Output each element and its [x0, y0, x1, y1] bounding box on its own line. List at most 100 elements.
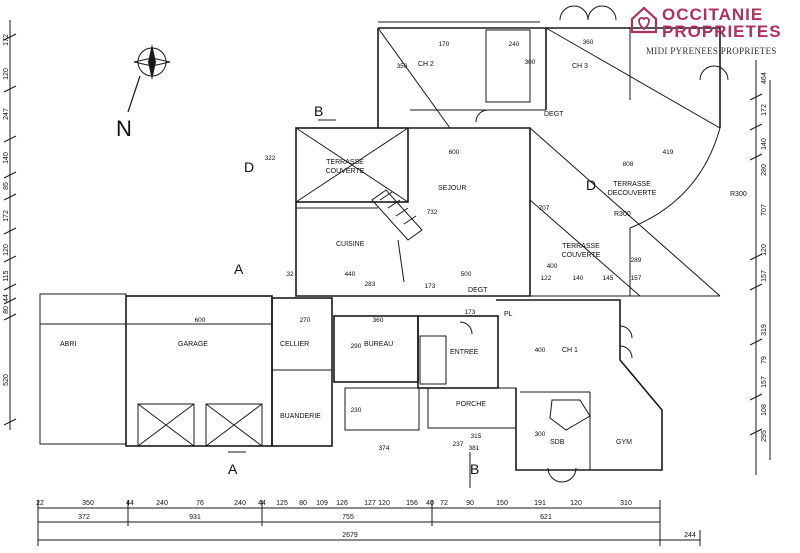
- dimension-label: 289: [631, 257, 642, 264]
- dimension-label: 40: [426, 500, 434, 507]
- dimension-label: 360: [583, 39, 594, 46]
- dimension-label: 157: [761, 376, 768, 388]
- bottom-dimension-lines: [37, 500, 701, 546]
- dimension-label: 76: [196, 500, 204, 507]
- dimension-label: 120: [761, 244, 768, 256]
- dimension-label: 173: [465, 309, 476, 316]
- room-label-buanderie: BUANDERIE: [280, 413, 321, 420]
- room-label-terrasse-couverte-1: TERRASSE COUVERTE: [326, 159, 365, 175]
- abri-outline: [39, 293, 127, 445]
- dimension-label: 808: [623, 161, 634, 168]
- dimension-label: 85: [3, 182, 10, 190]
- dimension-label: 600: [195, 317, 206, 324]
- dimension-label: 732: [427, 209, 438, 216]
- dimension-label: 22: [36, 500, 44, 507]
- dimension-label: 173: [425, 283, 436, 290]
- dimension-label: 120: [378, 500, 390, 507]
- brand-title: OCCITANIE PROPRIETES: [662, 6, 782, 40]
- dimension-label: 240: [509, 41, 520, 48]
- dimension-label: 372: [78, 514, 90, 521]
- dimension-label: 381: [469, 445, 480, 452]
- dimension-label: 172: [3, 210, 10, 222]
- dimension-label: 360: [373, 317, 384, 324]
- room-label-bureau: BUREAU: [364, 341, 393, 348]
- dimension-label: 140: [573, 275, 584, 282]
- garage-doors: [137, 403, 263, 447]
- dimension-label: 170: [439, 41, 450, 48]
- room-label-sejour: SEJOUR: [438, 185, 466, 192]
- cellier-buanderie-outline: [271, 297, 333, 447]
- dimension-label: 230: [351, 407, 362, 414]
- ch1-sdb-gym-outline: [496, 299, 663, 471]
- dimension-label: 44: [3, 294, 10, 302]
- section-marker-a-top: A: [234, 261, 244, 277]
- dimension-label: 240: [234, 500, 246, 507]
- dimension-label: 126: [336, 500, 348, 507]
- north-compass-icon: N: [116, 44, 171, 141]
- dimension-label: 707: [539, 205, 550, 212]
- dimension-label: 247: [3, 108, 10, 120]
- room-label-pl: PL: [504, 311, 513, 318]
- entree-porche-outline: [344, 315, 517, 431]
- dimension-label: 140: [761, 138, 768, 150]
- room-label-terrasse-couverte-2: TERRASSE COUVERTE: [562, 243, 601, 259]
- dimension-label: 520: [3, 374, 10, 386]
- radius-label-right: R300: [730, 191, 747, 198]
- section-marker-d-left: D: [244, 159, 254, 175]
- terrace-arc: [530, 127, 721, 297]
- dimension-label: 157: [761, 270, 768, 282]
- dimension-label: 374: [379, 445, 390, 452]
- room-label-abri: ABRI: [60, 341, 76, 348]
- dimension-label: 350: [82, 500, 94, 507]
- bureau-outline: [333, 315, 419, 383]
- section-marker-a-bottom: A: [228, 461, 238, 477]
- dimension-label: 315: [471, 433, 482, 440]
- room-label-cuisine: CUISINE: [336, 241, 365, 248]
- room-label-ch2: CH 2: [418, 61, 434, 68]
- dimension-label: 145: [603, 275, 614, 282]
- dimension-label: 500: [461, 271, 472, 278]
- dimension-label: 79: [761, 356, 768, 364]
- dimension-label: 127: [364, 500, 376, 507]
- dimension-label: 172: [761, 104, 768, 116]
- dimension-label: 419: [663, 149, 674, 156]
- dimension-label: 90: [466, 500, 474, 507]
- dimension-label: 400: [535, 347, 546, 354]
- dimension-label: 172: [3, 34, 10, 46]
- room-label-terrasse-decouverte: TERRASSE DECOUVERTE: [608, 181, 657, 197]
- door-swings: [459, 5, 729, 483]
- dimension-label: 157: [631, 275, 642, 282]
- dimension-label: 290: [351, 343, 362, 350]
- terrace-diagonals: [295, 127, 721, 297]
- dimension-label: 72: [440, 500, 448, 507]
- dimension-label: 280: [761, 164, 768, 176]
- dimension-label: 44: [258, 500, 266, 507]
- dimension-label: 125: [276, 500, 288, 507]
- dimension-label: 80: [3, 306, 10, 314]
- dimension-label: 2679: [342, 532, 358, 539]
- section-marker-d-right: D: [586, 177, 596, 193]
- dimension-label: 621: [540, 514, 552, 521]
- dimension-label: 310: [620, 500, 632, 507]
- dimension-label: 122: [541, 275, 552, 282]
- section-marker-b-top: B: [314, 103, 323, 119]
- brand-line1: OCCITANIE: [662, 5, 764, 24]
- room-label-ch3: CH 3: [572, 63, 588, 70]
- dimension-label: 108: [761, 404, 768, 416]
- room-label-entree: ENTREE: [450, 349, 479, 356]
- brand-line2: PROPRIETES: [662, 22, 782, 41]
- dimension-label: 240: [156, 500, 168, 507]
- left-dimension-line: [3, 20, 17, 430]
- room-label-ch1: CH 1: [562, 347, 578, 354]
- section-marker-b-bottom: B: [470, 461, 479, 477]
- room-label-garage: GARAGE: [178, 341, 208, 348]
- dimension-label: 319: [761, 324, 768, 336]
- dimension-label: 295: [761, 430, 768, 442]
